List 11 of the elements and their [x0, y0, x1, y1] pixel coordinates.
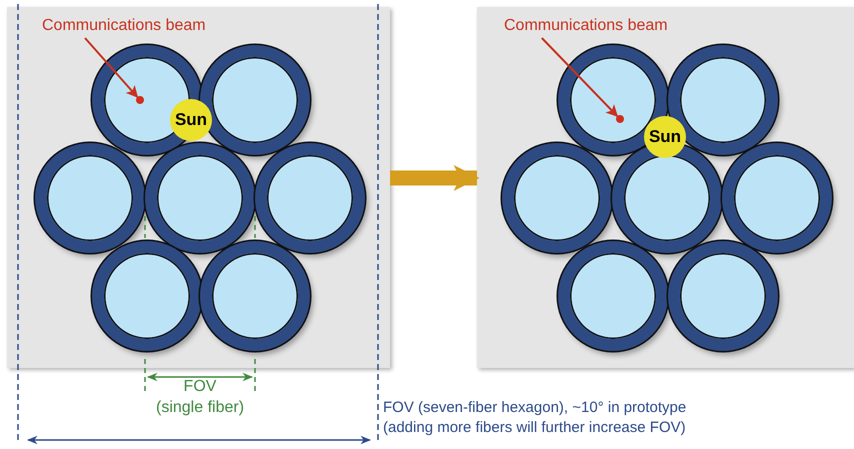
beam-label: Communications beam [504, 14, 676, 38]
dimension-label: FOV [182, 378, 218, 396]
dimension-label: FOV (seven-fiber hexagon), ~10° in prototype [383, 399, 688, 417]
panel-background [477, 7, 854, 368]
pointer-arrow [84, 37, 138, 98]
panel-background [7, 7, 390, 368]
transition-arrow [390, 165, 480, 191]
pointer-arrow [541, 37, 618, 117]
dimension-label: (adding more fibers will further increase FOV) [383, 419, 687, 437]
beam-label: Communications beam [42, 14, 214, 38]
dimension-label: (single fiber) [154, 399, 246, 417]
